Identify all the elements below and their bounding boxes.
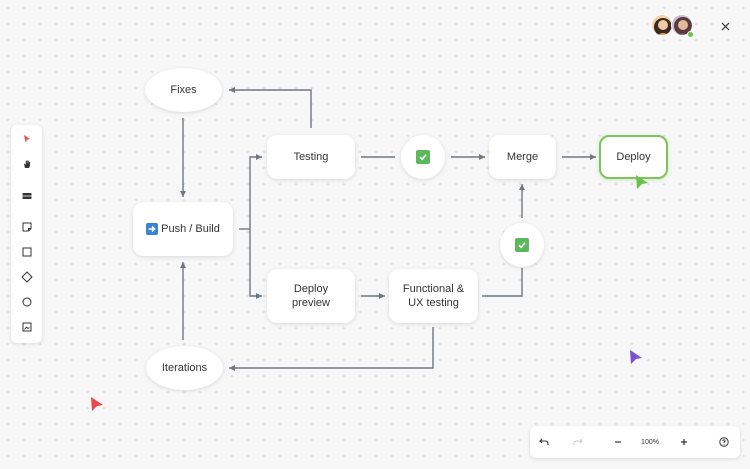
node-fixes-label: Fixes [170, 84, 197, 96]
avatar-user-2[interactable] [671, 14, 693, 36]
help-icon [719, 437, 729, 447]
select-icon [23, 135, 30, 143]
zoom-level-label: 100% [641, 438, 659, 446]
close-icon [721, 22, 729, 30]
connector-testing-fixes [229, 87, 312, 128]
online-status-icon [687, 31, 694, 38]
node-deploy-preview[interactable]: Deploy preview [267, 269, 355, 323]
sticky-note-icon [22, 222, 31, 232]
zoom-in-icon [681, 439, 687, 445]
redo-button[interactable] [568, 426, 588, 458]
zoom-level[interactable]: 100% [636, 426, 664, 458]
node-iterations[interactable]: Iterations [146, 346, 223, 390]
zoom-out-icon [615, 441, 621, 443]
node-deploy[interactable]: Deploy [599, 135, 668, 179]
node-push-build-label: Push / Build [161, 223, 220, 235]
connector-functional-check [482, 268, 523, 297]
bottom-toolbar: 100% [530, 426, 740, 458]
cursor-green-icon [636, 175, 648, 189]
avatar-user-1[interactable] [651, 14, 673, 36]
cursor-purple-icon [630, 350, 642, 364]
checkmark-icon [416, 150, 430, 164]
node-fixes[interactable]: Fixes [145, 68, 222, 112]
circle-tool[interactable] [11, 291, 42, 313]
arrow-right-icon [146, 223, 159, 235]
square-tool[interactable] [11, 241, 42, 263]
connector-functional-iterations [229, 327, 434, 371]
circle-icon [22, 297, 31, 307]
node-merge[interactable]: Merge [489, 135, 556, 179]
node-check-top[interactable] [401, 135, 445, 179]
undo-button[interactable] [534, 426, 554, 458]
redo-icon [573, 438, 583, 445]
node-functional-label: Functional & UX testing [402, 283, 465, 309]
diamond-icon [20, 271, 33, 283]
node-merge-label: Merge [506, 151, 539, 163]
close-button[interactable] [716, 17, 734, 35]
help-button[interactable] [714, 426, 734, 458]
node-deploy-preview-label: Deploy preview [292, 283, 330, 309]
checkmark-icon [515, 238, 529, 252]
connector-push-testing [249, 154, 262, 229]
node-testing[interactable]: Testing [267, 135, 355, 179]
zoom-in-button[interactable] [674, 426, 694, 458]
cursor-red-icon [91, 397, 103, 411]
square-icon [22, 247, 31, 257]
hand-icon [23, 160, 30, 168]
image-tool[interactable] [11, 316, 42, 338]
select-tool[interactable] [11, 128, 42, 150]
image-icon [22, 322, 31, 332]
sticky-note-tool[interactable] [11, 216, 42, 238]
hand-tool[interactable] [11, 153, 42, 175]
node-deploy-label: Deploy [616, 151, 651, 163]
node-functional-testing[interactable]: Functional & UX testing [389, 269, 478, 323]
left-toolbar [11, 125, 42, 343]
connector-push-preview [249, 229, 262, 299]
table-icon [22, 193, 31, 199]
undo-icon [539, 438, 549, 445]
node-push-build[interactable]: Push / Build [133, 202, 233, 256]
node-check-right[interactable] [500, 223, 544, 267]
node-iterations-label: Iterations [161, 362, 208, 374]
diamond-tool[interactable] [11, 266, 42, 288]
zoom-out-button[interactable] [608, 426, 628, 458]
table-tool[interactable] [11, 185, 42, 207]
node-testing-label: Testing [293, 151, 329, 163]
